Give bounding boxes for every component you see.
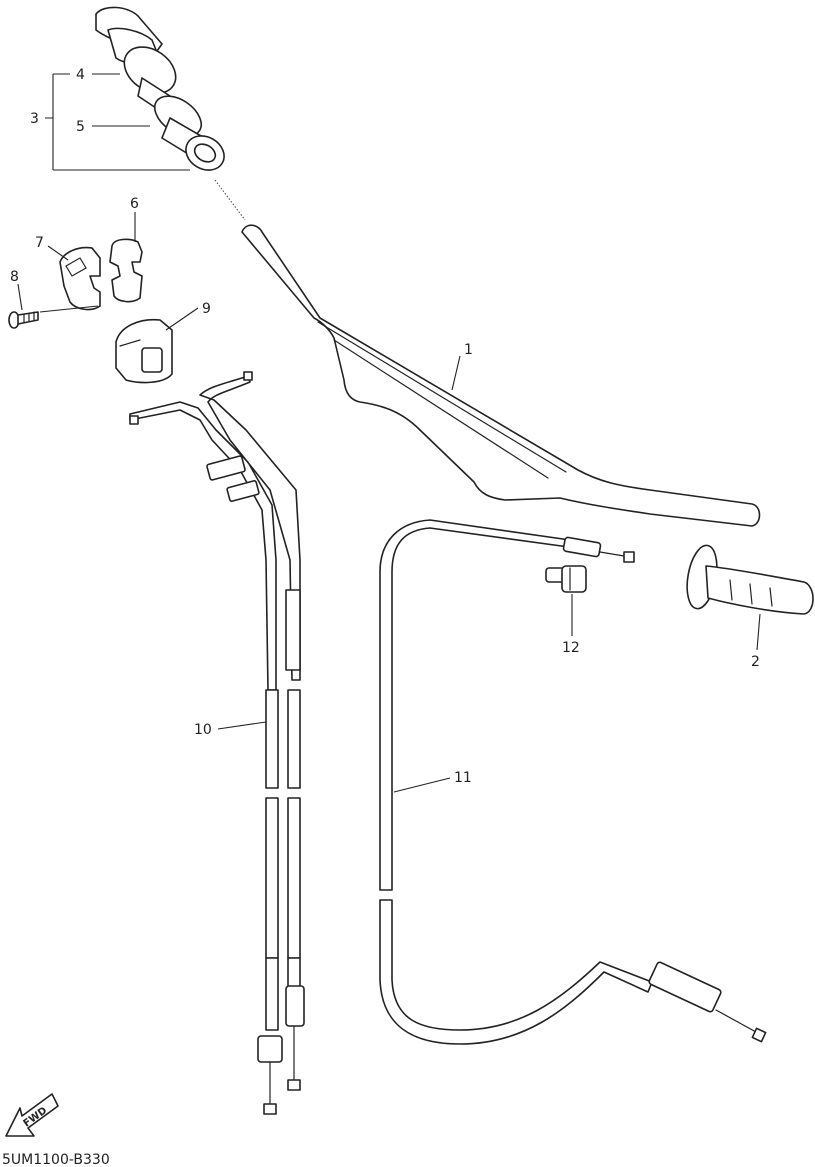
callout-12: 12 <box>562 640 580 656</box>
callout-3: 3 <box>30 111 39 127</box>
handlebar <box>214 179 761 527</box>
clamp-part-9 <box>115 318 173 384</box>
drawing-code: 5UM1100-B330 <box>2 1152 110 1167</box>
holder-part-6 <box>109 238 143 303</box>
callout-6: 6 <box>130 196 139 212</box>
callout-11: 11 <box>454 770 472 786</box>
callout-2: 2 <box>751 654 760 670</box>
callout-8: 8 <box>10 269 19 285</box>
callout-9: 9 <box>202 301 211 317</box>
holder-part-7 <box>59 246 101 311</box>
clutch-cable <box>379 519 767 1045</box>
callout-7: 7 <box>35 235 44 251</box>
callout-4: 4 <box>76 67 85 83</box>
throttle-cable-set <box>129 371 305 1115</box>
right-grip-part-2 <box>686 544 814 615</box>
fwd-arrow-icon: FWD <box>5 1093 59 1137</box>
callout-labels: 1 2 3 4 5 6 7 8 9 10 11 12 <box>10 67 760 786</box>
leader-lines <box>17 73 761 793</box>
callout-10: 10 <box>194 722 212 738</box>
left-grip-assembly <box>95 6 225 171</box>
adjuster-part-12 <box>545 565 587 593</box>
callout-1: 1 <box>464 342 473 358</box>
callout-5: 5 <box>76 119 85 135</box>
screw-part-8 <box>8 311 39 329</box>
